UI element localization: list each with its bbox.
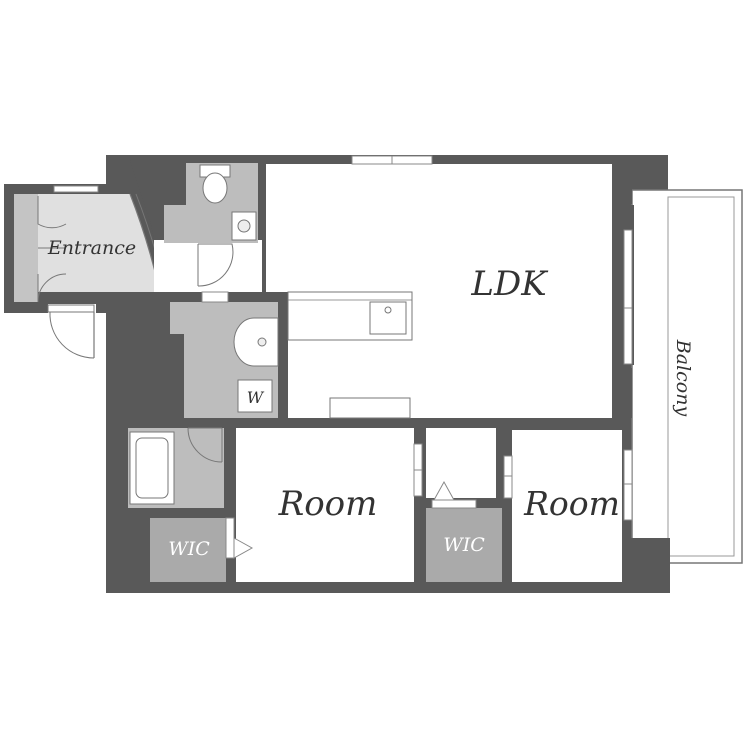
label-room-left: Room	[278, 484, 378, 524]
bathtub-icon	[129, 431, 175, 505]
wic-center	[426, 508, 502, 582]
wic-left-door	[225, 517, 254, 559]
ldk-lower-wall	[288, 418, 454, 428]
label-wic-left: WIC	[168, 538, 210, 560]
ldk-balcony-doors	[623, 229, 633, 365]
toilet-icon	[199, 164, 231, 204]
washroom-door-top	[201, 291, 229, 303]
room-right-window	[623, 449, 633, 521]
kitchen-counter	[287, 291, 413, 341]
toilet-room-wall	[164, 163, 186, 205]
pillar-bottom-right	[624, 538, 670, 593]
balcony-rail	[667, 196, 735, 557]
bath-door	[187, 427, 223, 463]
room-left-door	[413, 443, 423, 497]
wic-left	[150, 518, 226, 582]
balcony-area	[631, 189, 743, 564]
label-balcony: Balcony	[672, 339, 694, 417]
room-left	[236, 428, 414, 582]
wic-center-door	[431, 480, 477, 509]
tv-stand	[329, 397, 411, 419]
label-entrance: Entrance	[47, 237, 136, 259]
entrance-closet-doors	[37, 196, 67, 303]
hallway	[154, 240, 262, 292]
toilet-sink-icon	[231, 211, 257, 241]
washroom-sink-icon	[233, 317, 279, 367]
entrance-window	[53, 185, 99, 193]
pillar-top-right	[612, 164, 632, 204]
label-room-right: Room	[523, 484, 620, 523]
washer-box: W	[237, 379, 273, 413]
washer-label: W	[247, 388, 265, 407]
entrance-area	[14, 193, 167, 302]
front-door	[47, 304, 96, 359]
washroom-panel	[170, 302, 184, 334]
room-right	[512, 430, 622, 582]
room-right-door	[503, 455, 513, 499]
label-wic-center: WIC	[443, 534, 485, 556]
kitchen-sink-icon	[369, 301, 407, 335]
toilet-door	[197, 243, 234, 287]
label-ldk: LDK	[470, 264, 549, 304]
pillar-right	[612, 368, 632, 418]
